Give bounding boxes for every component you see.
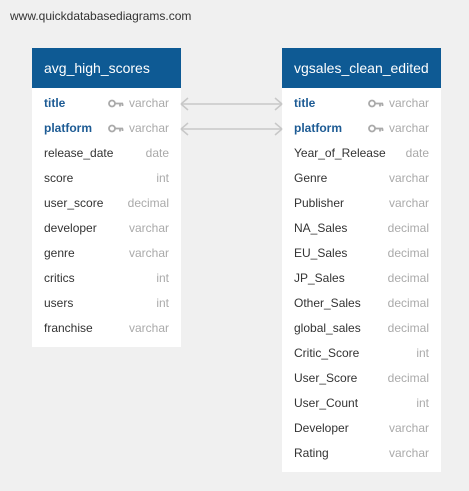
- column-type: decimal: [387, 221, 429, 235]
- table-header[interactable]: avg_high_scores: [32, 48, 181, 88]
- column-name: title: [44, 96, 66, 110]
- column-row[interactable]: User_Score decimal: [282, 366, 441, 391]
- column-row[interactable]: Critic_Score int: [282, 341, 441, 366]
- column-type: varchar: [388, 421, 429, 435]
- column-type: varchar: [128, 246, 169, 260]
- column-type: varchar: [388, 96, 429, 110]
- column-name: genre: [44, 246, 75, 260]
- column-row[interactable]: EU_Sales decimal: [282, 241, 441, 266]
- column-type: int: [416, 346, 429, 360]
- column-row[interactable]: Other_Sales decimal: [282, 291, 441, 316]
- column-type: decimal: [127, 196, 169, 210]
- column-type: date: [405, 146, 429, 160]
- column-name: Rating: [294, 446, 329, 460]
- column-type: decimal: [387, 296, 429, 310]
- column-name: score: [44, 171, 74, 185]
- key-icon: [108, 124, 124, 133]
- column-row[interactable]: platform varchar: [282, 116, 441, 141]
- column-type: varchar: [388, 196, 429, 210]
- column-row[interactable]: NA_Sales decimal: [282, 216, 441, 241]
- column-row[interactable]: title varchar: [32, 91, 181, 116]
- column-row[interactable]: Rating varchar: [282, 441, 441, 466]
- column-row[interactable]: score int: [32, 166, 181, 191]
- column-type: decimal: [387, 246, 429, 260]
- column-type: int: [416, 396, 429, 410]
- column-name: global_sales: [294, 321, 361, 335]
- column-type: decimal: [387, 371, 429, 385]
- column-row[interactable]: genre varchar: [32, 241, 181, 266]
- column-type: int: [156, 271, 169, 285]
- column-row[interactable]: Year_of_Release date: [282, 141, 441, 166]
- column-name: Publisher: [294, 196, 345, 210]
- column-name: platform: [294, 121, 342, 135]
- column-name: title: [294, 96, 316, 110]
- column-type: varchar: [388, 446, 429, 460]
- column-row[interactable]: developer varchar: [32, 216, 181, 241]
- column-type: date: [145, 146, 169, 160]
- column-row[interactable]: Developer varchar: [282, 416, 441, 441]
- column-row[interactable]: title varchar: [282, 91, 441, 116]
- column-name: developer: [44, 221, 97, 235]
- column-name: JP_Sales: [294, 271, 345, 285]
- relationship-platform-connector: [180, 122, 283, 136]
- column-type: varchar: [128, 96, 169, 110]
- column-row[interactable]: user_score decimal: [32, 191, 181, 216]
- column-row[interactable]: franchise varchar: [32, 316, 181, 341]
- column-name: users: [44, 296, 74, 310]
- column-name: User_Count: [294, 396, 359, 410]
- column-row[interactable]: release_date date: [32, 141, 181, 166]
- column-name: user_score: [44, 196, 104, 210]
- column-name: critics: [44, 271, 75, 285]
- column-row[interactable]: Publisher varchar: [282, 191, 441, 216]
- column-name: User_Score: [294, 371, 358, 385]
- column-name: NA_Sales: [294, 221, 348, 235]
- column-name: Genre: [294, 171, 328, 185]
- key-icon: [368, 99, 384, 108]
- column-row[interactable]: global_sales decimal: [282, 316, 441, 341]
- key-icon: [108, 99, 124, 108]
- column-type: varchar: [128, 221, 169, 235]
- table-avg-high-scores[interactable]: avg_high_scores title varchar platform varc…: [32, 48, 181, 347]
- column-name: Developer: [294, 421, 349, 435]
- table-header[interactable]: vgsales_clean_edited: [282, 48, 441, 88]
- column-name: EU_Sales: [294, 246, 348, 260]
- column-type: int: [156, 171, 169, 185]
- column-name: Critic_Score: [294, 346, 360, 360]
- column-name: Other_Sales: [294, 296, 361, 310]
- column-name: release_date: [44, 146, 114, 160]
- column-row[interactable]: platform varchar: [32, 116, 181, 141]
- column-name: Year_of_Release: [294, 146, 386, 160]
- column-type: varchar: [128, 121, 169, 135]
- column-name: franchise: [44, 321, 93, 335]
- column-type: int: [156, 296, 169, 310]
- column-type: varchar: [388, 171, 429, 185]
- key-icon: [368, 124, 384, 133]
- column-type: decimal: [387, 271, 429, 285]
- column-row[interactable]: users int: [32, 291, 181, 316]
- watermark-url: www.quickdatabasediagrams.com: [10, 9, 192, 23]
- column-type: decimal: [387, 321, 429, 335]
- column-type: varchar: [388, 121, 429, 135]
- relationship-title-connector: [180, 97, 283, 111]
- column-type: varchar: [128, 321, 169, 335]
- column-row[interactable]: User_Count int: [282, 391, 441, 416]
- column-row[interactable]: Genre varchar: [282, 166, 441, 191]
- column-name: platform: [44, 121, 92, 135]
- column-row[interactable]: critics int: [32, 266, 181, 291]
- column-row[interactable]: JP_Sales decimal: [282, 266, 441, 291]
